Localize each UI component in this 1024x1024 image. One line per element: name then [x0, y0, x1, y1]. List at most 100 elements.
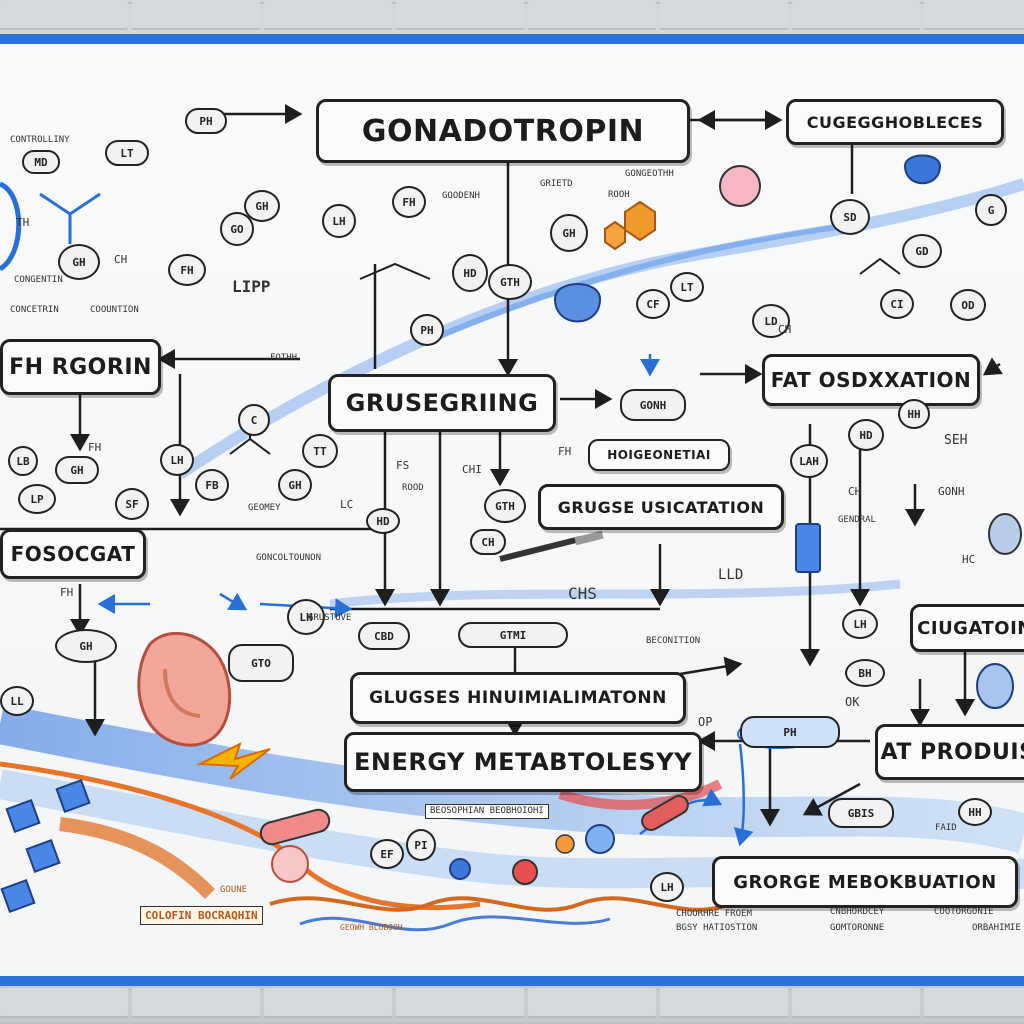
note-20: GONH — [938, 485, 965, 498]
note-10: ROOH — [608, 190, 630, 200]
node-fb-left: FB — [195, 469, 229, 501]
note-34: COLOFIN BOCRAQHIN — [140, 906, 263, 925]
node-tt-small: TT — [302, 434, 338, 468]
node-lt-blue: LT — [670, 272, 704, 302]
node-ph-top: PH — [185, 108, 227, 134]
note-37: CHOORHRE FROEM — [676, 909, 752, 919]
node-c-small: C — [238, 404, 270, 436]
node-gh-left3: GH — [278, 469, 312, 501]
note-15: FS — [396, 459, 410, 472]
node-lh-lower: LH — [287, 599, 325, 635]
node-gh-left2: GH — [55, 456, 99, 484]
node-ch-lower: CH — [470, 529, 506, 555]
note-43: GEOMEY — [248, 503, 281, 513]
node-gd-right: GD — [902, 234, 942, 268]
brick-row-bottom — [0, 988, 1024, 1022]
note-41: GOMTORONNE — [830, 923, 885, 933]
note-30: FAID — [935, 823, 957, 833]
node-gh-left: GH — [58, 244, 100, 280]
node-sf-left: SF — [115, 488, 149, 520]
node-gto: GTO — [228, 644, 294, 682]
note-23: CHS — [568, 584, 597, 603]
fosocgat-box: FOSOCGAT — [0, 529, 146, 579]
node-lt-top: LT — [105, 140, 149, 166]
note-18: CHI — [462, 463, 482, 476]
node-hh-r2: HH — [898, 399, 930, 429]
node-lh-small: LH — [160, 444, 194, 476]
node-lh-r3: LH — [842, 609, 878, 639]
node-ll-left: LL — [0, 686, 34, 716]
node-gth-center: GTH — [488, 264, 532, 300]
note-29: OK — [845, 695, 860, 709]
note-17: ROOD — [402, 483, 424, 493]
node-gonh: GONH — [620, 389, 686, 421]
node-pi: PI — [406, 829, 436, 861]
note-13: COOUNTION — [90, 305, 139, 315]
fh-rgorin-box: FH RGORIN — [0, 339, 161, 395]
note-44: GRUSTUVE — [308, 613, 352, 623]
glugses-box: GLUGSES HINUIMIALIMATONN — [350, 672, 686, 724]
whiteboard: GONADOTROPIN CUGEGGHOBLECES FH RGORIN GR… — [0, 34, 1024, 986]
note-26: FH — [60, 586, 74, 599]
note-36: BEOSOPHIAN BEOBHOIOHI — [425, 804, 549, 819]
note-7: FOTHH — [270, 353, 298, 363]
note-11: GONGEOTHH — [625, 169, 674, 179]
note-9: GRIETD — [540, 179, 573, 189]
note-28: OP — [698, 715, 713, 729]
node-fh-mid: FH — [168, 254, 206, 286]
note-8: GOODENH — [442, 191, 480, 201]
note-33: GOUNE — [220, 885, 248, 895]
node-lp-left: LP — [18, 484, 56, 514]
grorge-box: GRORGE MEBOKBUATION — [712, 856, 1018, 908]
node-ci-right: CI — [880, 289, 914, 319]
note-42: ORBAHIMIE — [972, 923, 1021, 933]
hoigeonetiai-box: HOIGEONETIAI — [588, 439, 730, 471]
node-gh-left4: GH — [55, 629, 117, 663]
gonadotropin-box: GONADOTROPIN — [316, 99, 690, 163]
node-lh-bottom: LH — [650, 872, 684, 902]
note-6: LIPP — [232, 277, 271, 296]
note-21: CH — [848, 485, 862, 498]
note-19: SEH — [944, 433, 968, 448]
brick-row-top — [0, 0, 1024, 34]
node-bh-r3: BH — [845, 659, 885, 687]
note-4: CH — [114, 253, 128, 266]
note-38: BGSY HATIOSTION — [676, 923, 758, 933]
node-od-right: OD — [950, 289, 986, 321]
node-ld-right: LD — [752, 304, 790, 338]
node-lah: LAH — [790, 444, 828, 478]
node-gth-mid3: GTH — [484, 489, 526, 523]
note-16: LC — [340, 498, 354, 511]
node-gh-center: GH — [550, 214, 588, 252]
node-cbd: CBD — [358, 622, 410, 650]
note-31: CH — [778, 323, 792, 336]
node-hd-mid3: HD — [366, 508, 400, 534]
note-39: CNBHORDCEY — [830, 907, 885, 917]
note-40: COOTORGONIE — [934, 907, 994, 917]
energy-box: ENERGY METABTOLESYY — [344, 732, 702, 792]
note-1: CONTROLLINY — [10, 135, 70, 145]
node-gbis: GBIS — [828, 798, 894, 828]
note-24: LLD — [718, 567, 744, 583]
node-fh-center: FH — [392, 186, 426, 218]
note-22: HC — [962, 553, 976, 566]
node-hd-r2: HD — [848, 419, 884, 451]
node-go-mid: GO — [220, 212, 254, 246]
node-sd-right: SD — [830, 199, 870, 235]
note-3: FH — [88, 441, 102, 454]
node-g-far-right: G — [975, 194, 1007, 226]
ciugatoin-box: CIUGATOIN — [910, 604, 1024, 652]
node-ph-hl: PH — [740, 716, 840, 748]
note-27: BECONITION — [646, 636, 701, 646]
grugse-usicatation-box: GRUGSE USICATATION — [538, 484, 784, 530]
grusegriing-box: GRUSEGRIING — [328, 374, 556, 432]
node-md-left: MD — [22, 150, 60, 174]
node-gh-mid: GH — [244, 190, 280, 222]
node-ph-center: PH — [410, 314, 444, 346]
node-lh-top: LH — [322, 204, 356, 238]
node-ef: EF — [370, 839, 404, 869]
fat-osdxxation-box: FAT OSDXXATION — [762, 354, 980, 406]
whiteboard-surface: GONADOTROPIN CUGEGGHOBLECES FH RGORIN GR… — [0, 44, 1024, 976]
node-hh-r4: HH — [958, 798, 992, 826]
cugegghobleces-box: CUGEGGHOBLECES — [786, 99, 1004, 145]
